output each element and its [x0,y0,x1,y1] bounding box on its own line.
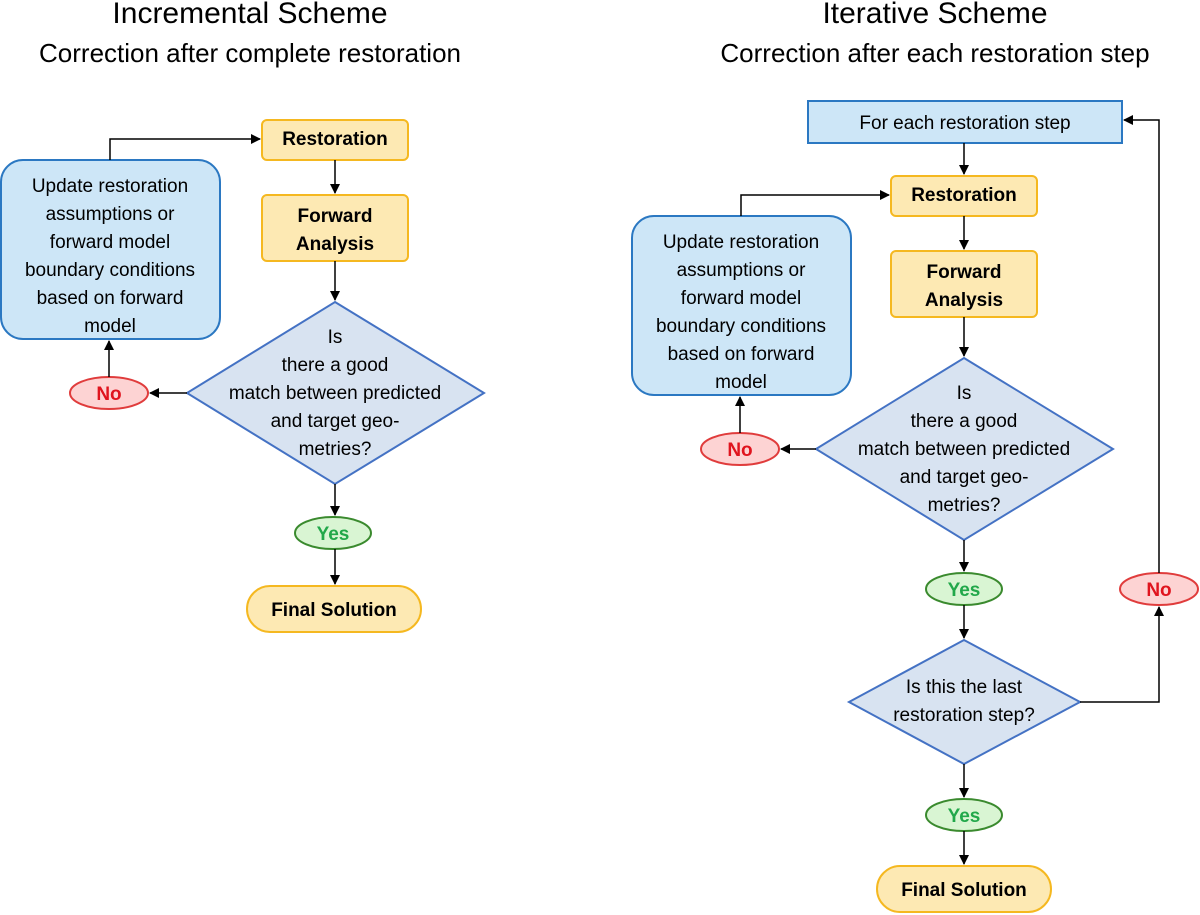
incremental-forward-analysis-box: Forward Analysis [261,194,409,262]
iterative-match-decision: Is there a good match between predicted … [814,356,1115,542]
iterative-arrow-update-to-restoration [740,190,890,216]
incremental-restoration-label: Restoration [282,129,388,150]
incremental-decision-line-5: metries? [299,439,372,460]
iterative-update-line-2: assumptions or [677,260,807,281]
incremental-decision-line-2: there a good [282,355,389,376]
incremental-decision-line-4: and target geo- [271,411,400,432]
incremental-yes-label: Yes [317,524,350,545]
incremental-restoration-box: Restoration [261,119,409,161]
incremental-final-label: Final Solution [271,600,397,621]
iterative-for-each-box: For each restoration step [807,100,1123,144]
iterative-scheme: For each restoration step Restoration Fo… [631,100,1199,913]
incremental-title: Incremental Scheme [112,0,388,30]
iterative-last-step-decision: Is this the last restoration step? [846,638,1083,766]
incremental-match-decision: Is there a good match between predicted … [185,300,486,486]
iterative-forward-label-1: Forward [927,262,1002,283]
iterative-yes-last-badge: Yes [925,798,1003,832]
incremental-subtitle: Correction after complete restoration [39,38,461,68]
iterative-decision-line-2: there a good [911,411,1018,432]
iterative-no-last-label: No [1146,580,1171,601]
iterative-yes-match-badge: Yes [925,572,1003,606]
iterative-arrow-no-to-for-each [1123,115,1160,573]
incremental-final-solution: Final Solution [246,585,422,633]
iterative-decision-line-1: Is [957,383,972,404]
incremental-decision-line-1: Is [328,327,343,348]
iterative-no-match-badge: No [700,432,780,466]
iterative-update-line-3: forward model [681,288,801,309]
iterative-decision-line-5: metries? [928,495,1001,516]
iterative-update-line-1: Update restoration [663,232,819,253]
iterative-subtitle: Correction after each restoration step [720,38,1150,68]
iterative-restoration-label: Restoration [911,185,1017,206]
incremental-update-box: Update restoration assumptions or forwar… [0,159,221,340]
incremental-update-line-3: forward model [50,232,170,253]
iterative-final-label: Final Solution [901,880,1027,901]
iterative-arrow-last-step-to-no [1080,606,1164,703]
incremental-no-label: No [96,384,121,405]
incremental-yes-badge: Yes [294,516,372,550]
iterative-restoration-box: Restoration [890,175,1038,217]
iterative-yes-last-label: Yes [948,806,981,827]
iterative-update-box: Update restoration assumptions or forwar… [631,215,852,396]
iterative-update-line-5: based on forward [668,344,815,365]
incremental-no-badge: No [69,376,149,410]
incremental-update-line-6: model [84,316,136,337]
iterative-final-solution: Final Solution [876,865,1052,913]
incremental-scheme: Restoration Forward Analysis Update rest… [0,119,486,633]
incremental-update-line-4: boundary conditions [25,260,195,281]
incremental-arrow-update-to-restoration [109,134,261,160]
iterative-last-step-line-2: restoration step? [893,705,1035,726]
iterative-update-line-4: boundary conditions [656,316,826,337]
iterative-update-line-6: model [715,372,767,393]
iterative-forward-label-2: Analysis [925,290,1003,311]
iterative-forward-analysis-box: Forward Analysis [890,250,1038,318]
iterative-last-step-line-1: Is this the last [906,677,1023,698]
incremental-update-line-1: Update restoration [32,176,188,197]
iterative-decision-line-3: match between predicted [858,439,1070,460]
incremental-forward-label-1: Forward [298,206,373,227]
iterative-title: Iterative Scheme [822,0,1048,30]
incremental-forward-label-2: Analysis [296,234,374,255]
iterative-decision-line-4: and target geo- [900,467,1029,488]
incremental-update-line-5: based on forward [37,288,184,309]
iterative-yes-match-label: Yes [948,580,981,601]
incremental-decision-line-3: match between predicted [229,383,441,404]
iterative-no-last-badge: No [1119,572,1199,606]
iterative-no-match-label: No [727,440,752,461]
iterative-for-each-label: For each restoration step [859,113,1070,134]
incremental-update-line-2: assumptions or [46,204,176,225]
